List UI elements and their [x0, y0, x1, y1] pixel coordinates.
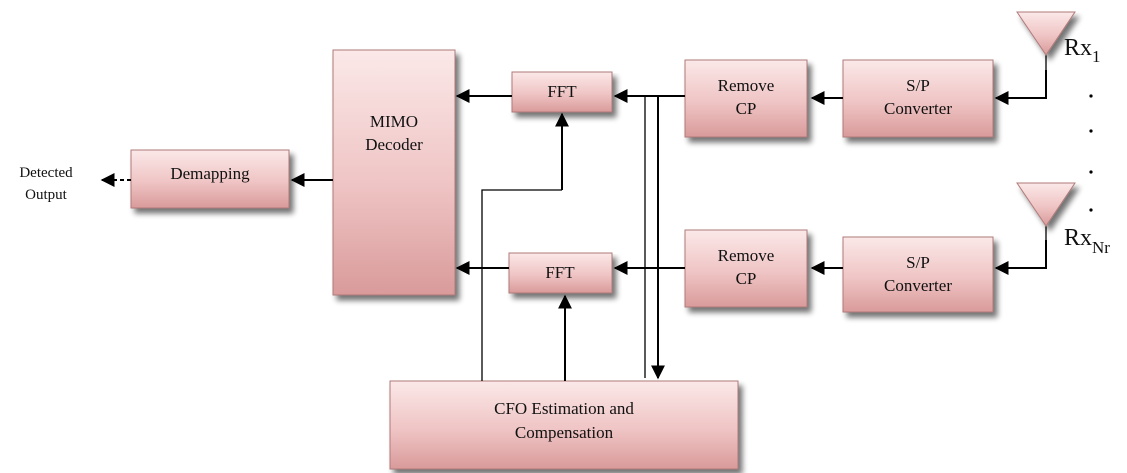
output-label-line1: Detected: [19, 165, 73, 181]
sp-bottom-line1: S/P: [906, 253, 930, 272]
rx1-label-base: Rx: [1064, 35, 1092, 61]
cfo-feedback-line: [481, 189, 562, 381]
antenna-rxnr-icon: [1016, 182, 1076, 240]
antenna-ellipsis: [1089, 94, 1093, 212]
rxnr-label-sub: Nr: [1092, 238, 1110, 257]
cfo-line2: Compensation: [515, 423, 614, 442]
fft-bottom-block: FFT: [508, 252, 613, 294]
remove-cp-bottom-line1: Remove: [718, 246, 775, 265]
cfo-block: CFO Estimation and Compensation: [389, 380, 739, 470]
mimo-line1: MIMO: [370, 112, 418, 131]
output-label-line2: Output: [25, 187, 68, 203]
rxnr-label: RxNr: [1064, 225, 1110, 257]
demapping-label: Demapping: [170, 164, 250, 183]
cfo-line1: CFO Estimation and: [494, 399, 634, 418]
rx1-label-sub: 1: [1092, 47, 1101, 66]
sp-converter-bottom-block: S/P Converter: [842, 236, 994, 313]
sp-top-line2: Converter: [884, 99, 952, 118]
rx1-label: Rx1: [1064, 35, 1101, 66]
sp-converter-top-block: S/P Converter: [842, 59, 994, 138]
sp-top-line1: S/P: [906, 76, 930, 95]
rxnr-label-base: Rx: [1064, 225, 1092, 251]
remove-cp-top-line2: CP: [736, 99, 757, 118]
fft-top-label: FFT: [547, 82, 577, 101]
rx1-feed-wire: [1042, 70, 1047, 99]
antenna-rx1-icon: [1016, 11, 1076, 70]
mimo-line2: Decoder: [365, 135, 423, 154]
sp-bottom-line2: Converter: [884, 276, 952, 295]
remove-cp-bottom-block: Remove CP: [684, 229, 808, 308]
remove-cp-top-line1: Remove: [718, 76, 775, 95]
fft-bottom-label: FFT: [545, 263, 575, 282]
rxnr-feed-wire: [1042, 240, 1047, 269]
fft-top-block: FFT: [511, 71, 613, 113]
mimo-decoder-block: MIMO Decoder: [332, 49, 456, 296]
remove-cp-top-block: Remove CP: [684, 59, 808, 138]
remove-cp-bottom-line2: CP: [736, 269, 757, 288]
demapping-block: Demapping: [130, 149, 290, 209]
